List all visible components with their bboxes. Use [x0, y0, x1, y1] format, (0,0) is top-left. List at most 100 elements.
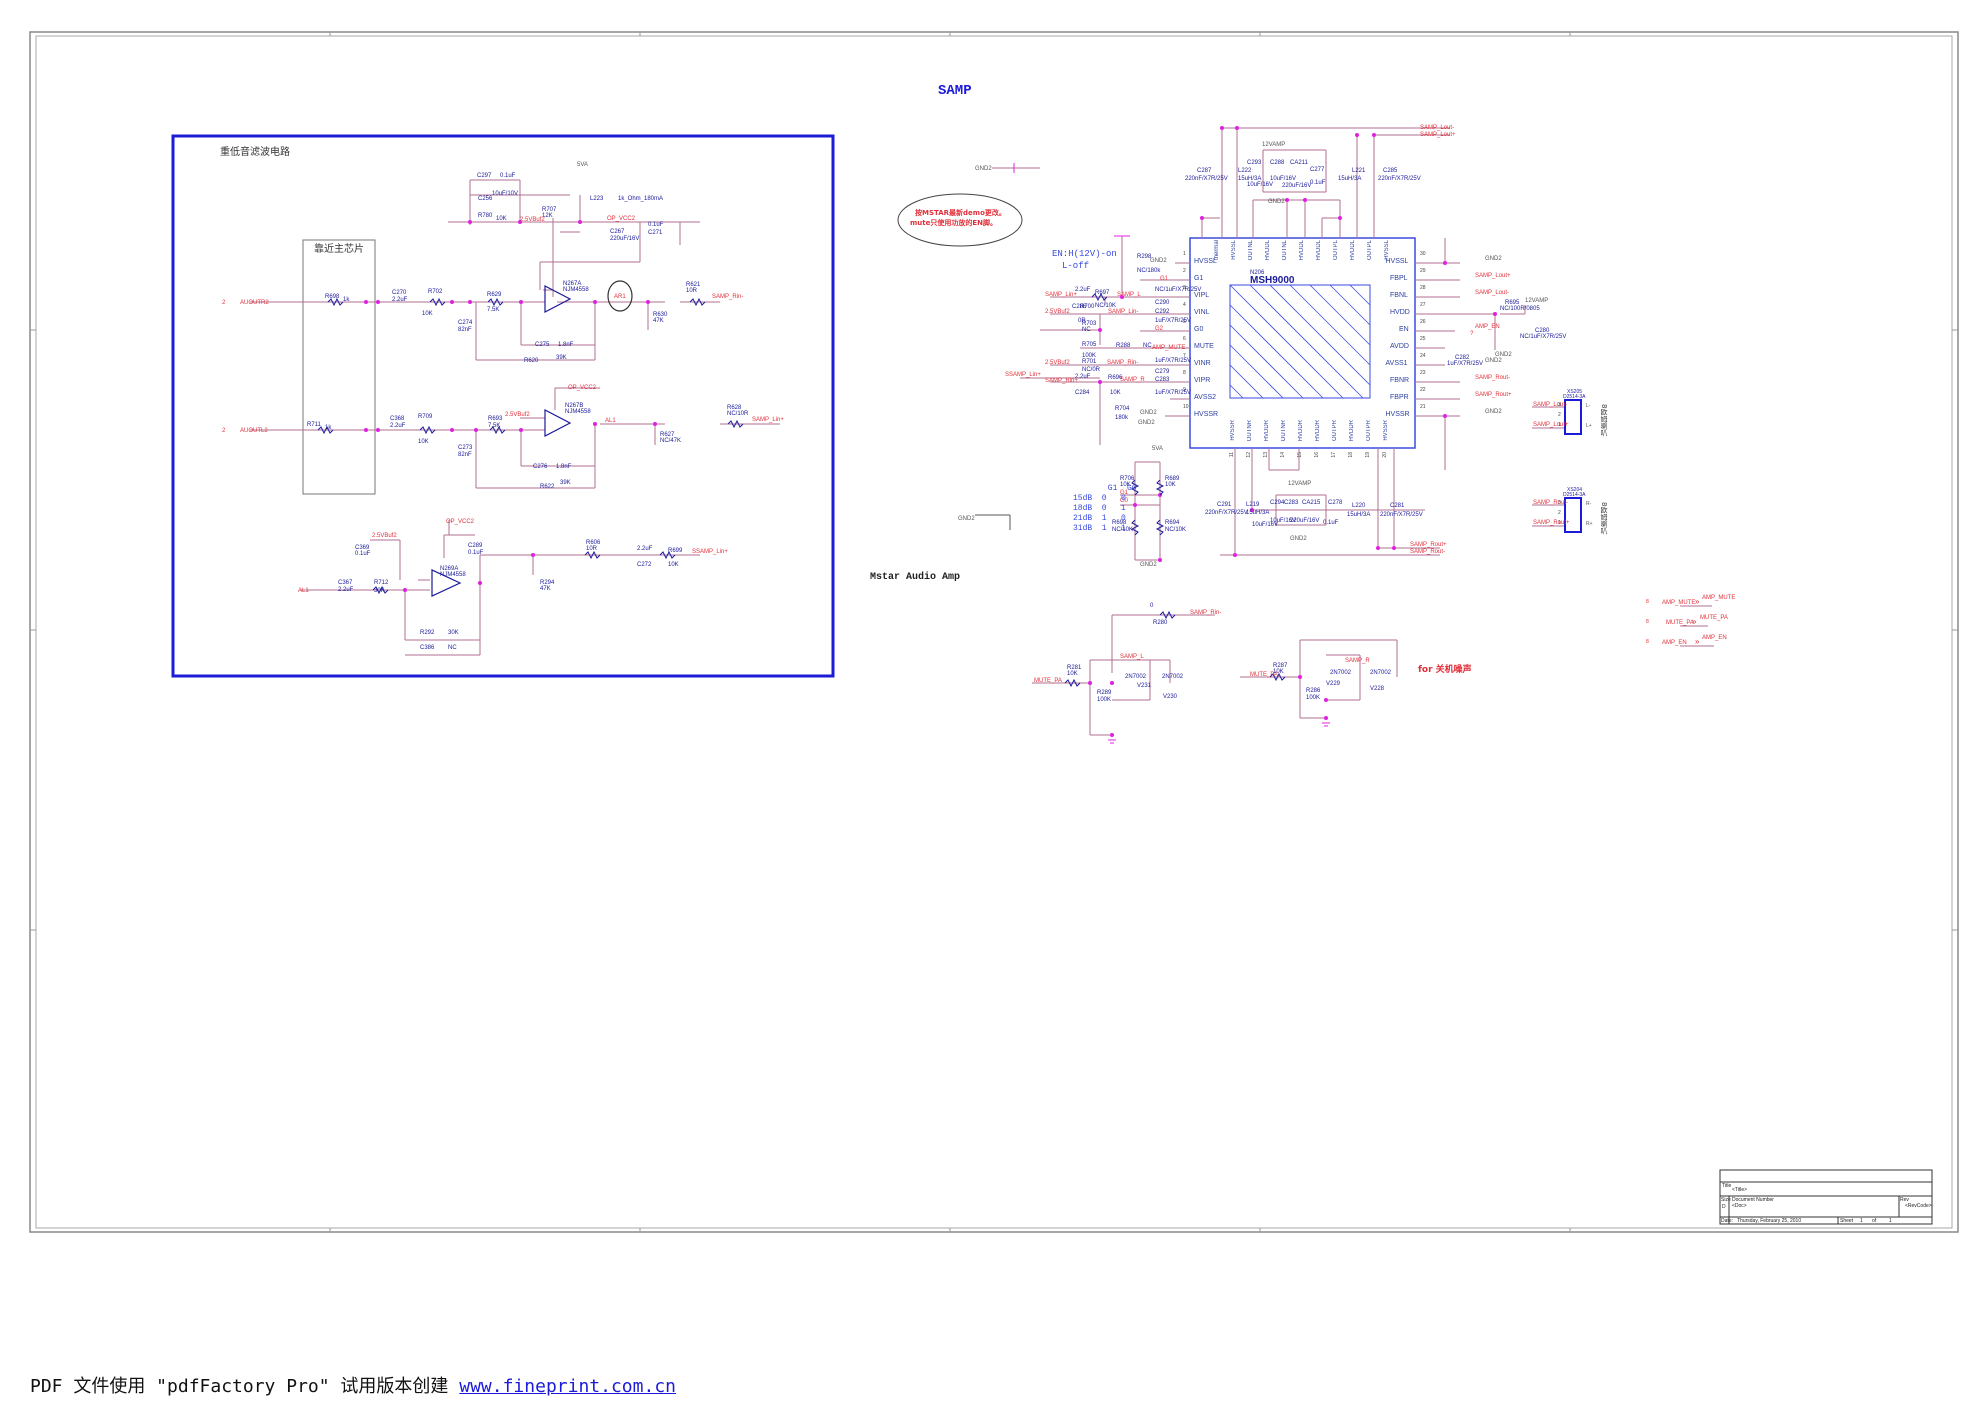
opamp-n267a [544, 285, 572, 313]
ic-pin-number: 25 [1420, 336, 1426, 342]
mute-right-input[interactable]: MUTE_PA [1250, 672, 1278, 678]
part-c282-value: 1uF/X7R/25V [1447, 361, 1484, 367]
connector-net[interactable]: SAMP_Lout+ [1533, 422, 1569, 428]
ic-pin-name: HVDDL [1265, 240, 1271, 261]
ic-pin-name: HVSSR [1385, 411, 1410, 418]
input-net-auoutl2[interactable]: AUOUTL2 [240, 428, 268, 434]
net-gnd2-top: GND2 [1268, 199, 1285, 205]
port-name[interactable]: MUTE_PA [1666, 620, 1694, 626]
port-name[interactable]: AMP_EN [1662, 640, 1687, 646]
ic-pin-name: VINL [1194, 309, 1210, 316]
part-r705-value: 100K [1082, 353, 1097, 359]
part-cap-in-b: 2.2uF [1075, 374, 1091, 380]
part-ca211-value: 220uF/16V [1282, 183, 1312, 189]
connector-net[interactable]: SAMP_Rout- [1533, 500, 1569, 506]
ic-pin-number: 9 [1183, 387, 1186, 393]
connector-pin: 3 [1558, 500, 1561, 506]
ic-pin-name: HVSSL [1194, 258, 1217, 265]
mute-left-net: SAMP_L [1120, 654, 1144, 660]
part-r704: R704 [1115, 406, 1130, 412]
ic-pin-number: 30 [1420, 251, 1426, 257]
ic-pin-number: 10 [1183, 404, 1189, 410]
en-note-line1: EN:H(12V)-on [1052, 249, 1117, 259]
part-r698-value: 1k [343, 297, 350, 303]
ic-pin-number: 15 [1297, 452, 1303, 458]
ic-pin-name: HVDDL [1350, 240, 1356, 261]
part-r780-value: 10K [496, 216, 507, 222]
ic-pin-name: EN [1399, 326, 1409, 333]
connector-net[interactable]: SAMP_Lout- [1533, 402, 1568, 408]
ic-pin-number: 26 [1420, 319, 1426, 325]
ic-right-net[interactable]: AMP_EN [1475, 324, 1500, 330]
mute-right-net: SAMP_R [1345, 658, 1370, 664]
part-r696: R696 [1108, 375, 1123, 381]
title-block-docnum-value: <Doc> [1732, 1203, 1747, 1209]
mstar-audio-amp-heading: Mstar Audio Amp [870, 572, 961, 583]
ic-pin-name: HVDDR [1315, 420, 1321, 442]
net-op-vcc2-c: OP_VCC2 [446, 519, 475, 525]
ic-pin-name: HVSSR [1194, 411, 1219, 418]
net-gnd2-bottom: GND2 [1290, 536, 1307, 542]
ic-right-net[interactable]: SAMP_Lout- [1475, 290, 1510, 296]
port-net[interactable]: AMP_EN [1702, 635, 1727, 641]
ic-right-net[interactable]: GND2 [1485, 256, 1502, 262]
net-al1-b: AL1 [298, 588, 309, 594]
mute-left-input[interactable]: MUTE_PA [1034, 678, 1062, 684]
fineprint-link[interactable]: www.fineprint.com.cn [459, 1376, 676, 1397]
input-net-auoutr2[interactable]: AUOUTR2 [240, 300, 269, 306]
ic-pin-name: OUTPR [1332, 420, 1338, 441]
part-c270: C270 [392, 290, 407, 296]
part-r698-gain: R698 [1112, 520, 1127, 526]
ar1-marker [607, 280, 633, 312]
mute-right-r1-value: 10K [1273, 669, 1284, 675]
junction-dots [364, 126, 1497, 737]
ic-pin-name: AVSS2 [1194, 394, 1217, 401]
connector-net[interactable]: SAMP_Rout+ [1533, 520, 1570, 526]
net-g2: G2 [1155, 326, 1164, 332]
part-l223-value: 1k_Ohm_180mA [618, 196, 664, 202]
opamp-n269a [431, 569, 462, 597]
part-l222-value: 15uH/3A [1238, 176, 1262, 182]
gain-table-row: 18dB 0 1 [1073, 504, 1126, 513]
part-c283b: C283 [1155, 377, 1170, 383]
title-block-title-value: <Title> [1732, 1187, 1748, 1193]
part-r298: R298 [1137, 254, 1152, 260]
part-c289: C289 [468, 543, 483, 549]
part-c367-value: 2.2uF [338, 587, 354, 593]
mute-right-q2: V228 [1370, 686, 1385, 692]
ic-pin-number: 28 [1420, 285, 1426, 291]
part-c275: C275 [535, 342, 550, 348]
part-ca211: CA211 [1290, 160, 1308, 166]
ic-right-net[interactable]: SAMP_Lout+ [1475, 273, 1511, 279]
net-op-vcc2-a: OP_VCC2 [607, 216, 636, 222]
ic-right-net[interactable]: SAMP_Rout+ [1475, 392, 1512, 398]
part-ca215: CA215 [1302, 500, 1321, 506]
ic-right-net[interactable]: GND2 [1485, 358, 1502, 364]
net-samp-lin-sub: SAMP_Lin+ [752, 417, 784, 423]
part-r709-value: 10K [418, 439, 429, 445]
ic-name: MSH9000 [1250, 275, 1295, 286]
part-r712: R712 [374, 580, 389, 586]
title-block-sheet-num: 1 [1860, 1218, 1863, 1224]
connector-ref: XS205 [1567, 389, 1583, 395]
mute-left-r2-value: 100K [1097, 697, 1112, 703]
ic-pin-number: 27 [1420, 302, 1426, 308]
ic-right-net[interactable]: SAMP_Rout- [1475, 375, 1511, 381]
part-c284-amp: C284 [1075, 390, 1090, 396]
title-block-docnum-label: Document Number [1732, 1197, 1774, 1203]
port-name[interactable]: AMP_MUTE [1662, 600, 1696, 606]
part-r689-value: 10K [1165, 482, 1176, 488]
resistor-symbols [317, 292, 1286, 688]
part-c289-value: 0.1uF [468, 550, 484, 556]
port-net[interactable]: MUTE_PA [1700, 615, 1728, 621]
mute-left-rnet: SAMP_Rin- [1190, 610, 1222, 616]
ic-pin-name: HVDDR [1298, 420, 1304, 442]
part-r294-value: 47K [540, 586, 551, 592]
ic-right-net[interactable]: GND2 [1485, 409, 1502, 415]
part-r693: R693 [488, 416, 503, 422]
part-r694-value: NC/10K [1165, 527, 1187, 533]
ic-pin-number: 24 [1420, 353, 1426, 359]
port-net[interactable]: AMP_MUTE [1702, 595, 1736, 601]
part-r622: R622 [540, 484, 555, 490]
part-l219: L219 [1246, 502, 1260, 508]
